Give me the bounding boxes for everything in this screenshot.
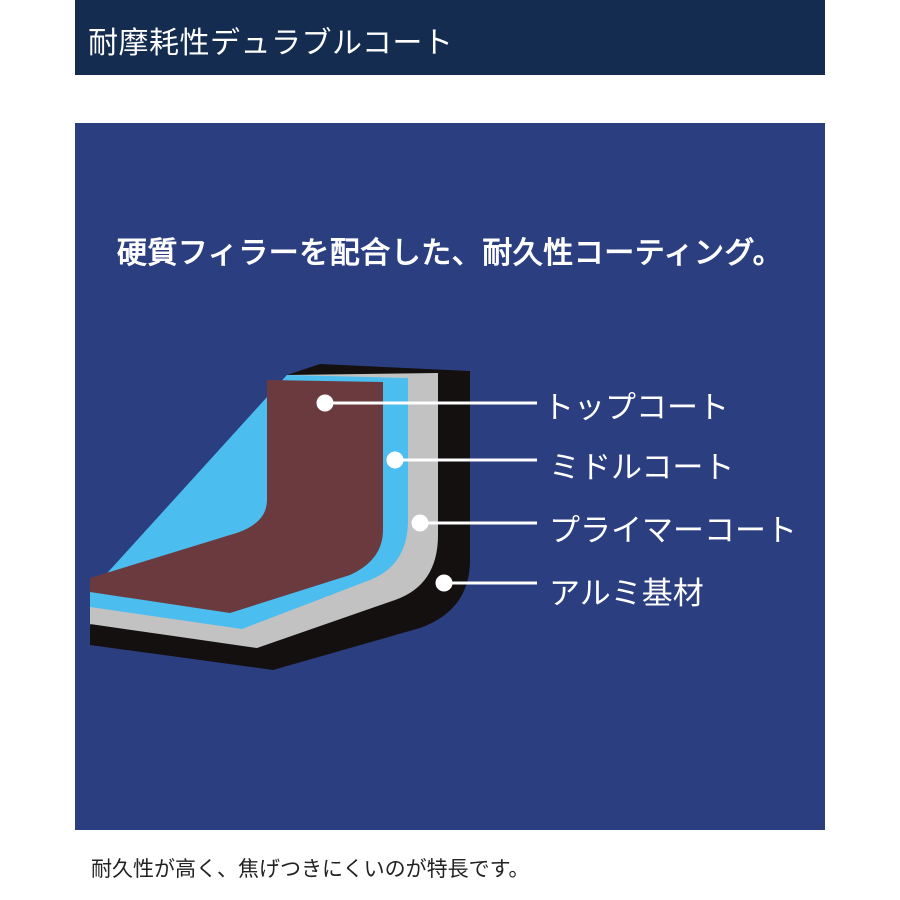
caption-text: 耐久性が高く、焦げつきにくいのが特長です。: [91, 857, 530, 881]
label-top-coat: トップコート: [543, 390, 729, 426]
layer-top-coat: [90, 380, 383, 613]
leader-lines: [316, 394, 537, 592]
leader-dot-aluminum-base: [435, 574, 453, 592]
leader-dot-top-coat: [316, 394, 334, 412]
header-bar: 耐摩耗性デュラブルコート: [75, 0, 825, 75]
label-primer-coat: プライマーコート: [549, 513, 797, 549]
leader-dot-primer-coat: [411, 514, 429, 532]
panel-headline: 硬質フィラーを配合した、耐久性コーティング。: [116, 236, 784, 271]
label-middle-coat: ミドルコート: [549, 450, 735, 486]
leader-dot-middle-coat: [386, 451, 404, 469]
header-title: 耐摩耗性デュラブルコート: [88, 26, 454, 61]
label-aluminum-base: アルミ基材: [549, 576, 704, 612]
